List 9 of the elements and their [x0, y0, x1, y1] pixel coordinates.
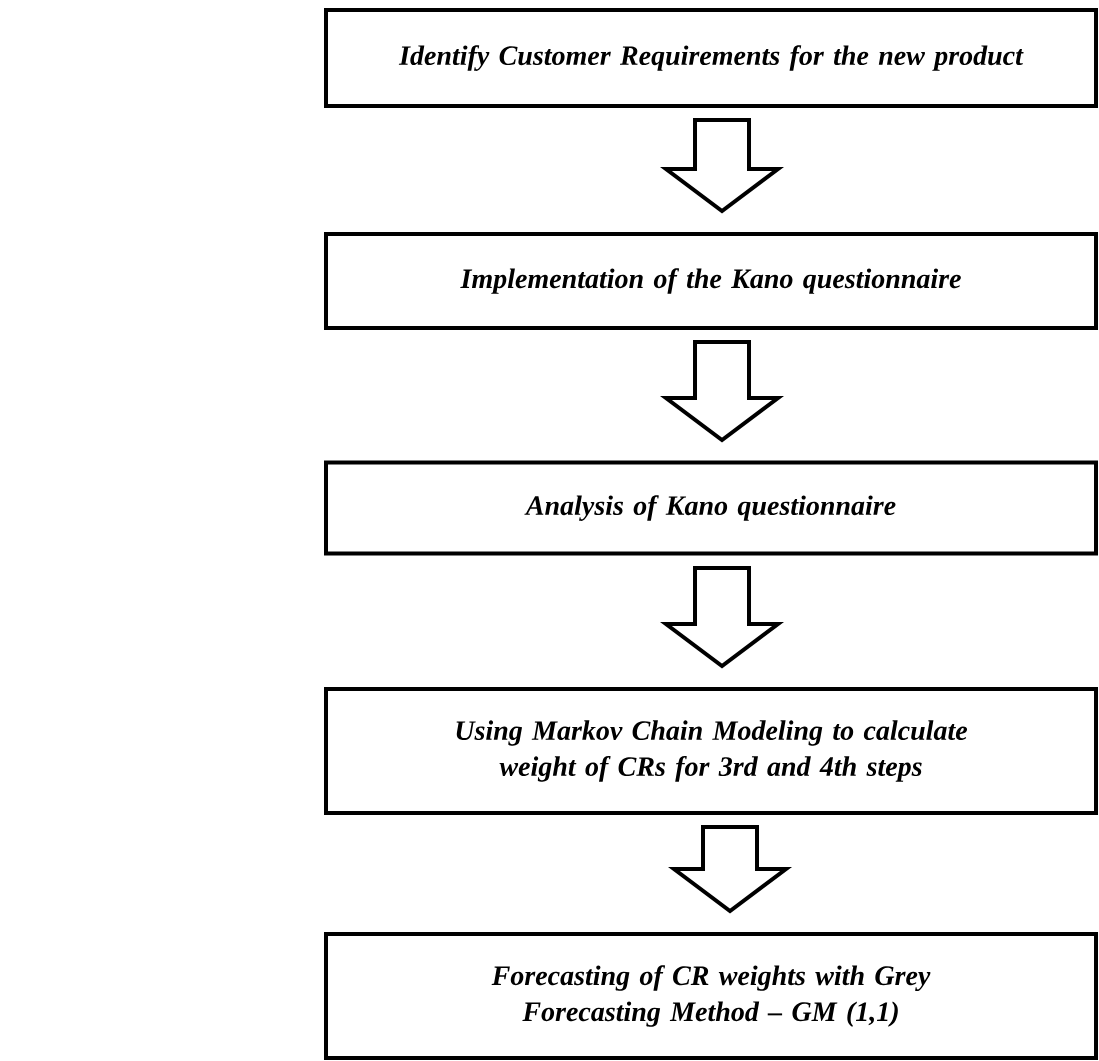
- block-arrow: [660, 118, 784, 214]
- process-box: Analysis of Kano questionnaire: [324, 460, 1098, 556]
- process-box: Forecasting of CR weights with Grey Forecasting Method – GM (1,1): [324, 932, 1098, 1060]
- block-arrow: [660, 566, 784, 669]
- process-box: Identify Customer Requirements for the new product: [324, 8, 1098, 108]
- block-arrow: [660, 340, 784, 443]
- block-arrow: [668, 825, 792, 914]
- process-box: Using Markov Chain Modeling to calculate weight of CRs for 3rd and 4th steps: [324, 687, 1098, 815]
- process-box: Implementation of the Kano questionnaire: [324, 232, 1098, 330]
